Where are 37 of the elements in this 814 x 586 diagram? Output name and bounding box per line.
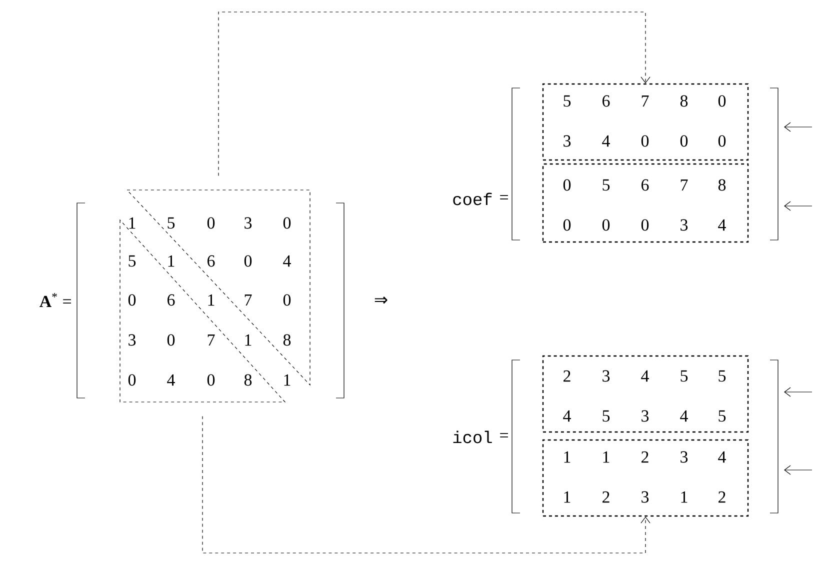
matrix-entry: 7	[244, 294, 252, 306]
dashed-box: 5 6 7 8 0 3 4 0 0 0	[542, 83, 749, 161]
matrix-entry: 1	[129, 217, 136, 229]
dashed-box: 0 5 6 7 8 0 0 0 3 4	[542, 163, 749, 243]
matrix-entry: 8	[283, 334, 291, 346]
matrix-entry: 0	[283, 217, 291, 229]
matrix-entry: 3	[244, 217, 252, 229]
dashed-box: 1 1 2 3 4 1 2 3 1 2	[542, 439, 749, 517]
matrix-entry: 0	[128, 294, 136, 306]
variable-name: icol	[453, 430, 492, 444]
matrix-label: A$^{*}$ =	[40, 293, 71, 307]
matrix-entry: 1	[168, 255, 174, 267]
matrix-entry: 8	[244, 374, 252, 386]
dashed-box: 2 3 4 5 5 4 5 3 4 5	[542, 355, 749, 433]
matrix-entry: 0	[207, 217, 215, 229]
matrix-entry: 0	[244, 255, 252, 267]
matrix-entry: 0	[283, 294, 291, 306]
matrix-entry: 7	[208, 334, 215, 346]
connector-arrow	[218, 12, 650, 176]
matrix-entry: 0	[167, 334, 175, 346]
equals-sign: =	[500, 195, 508, 200]
matrix-entry: 1	[208, 294, 214, 306]
matrix-entry: 4	[167, 374, 175, 386]
implies-symbol: ⇒	[374, 296, 388, 304]
matrix-entry: 3	[128, 334, 136, 346]
matrix-entry: 5	[168, 217, 175, 229]
matrix-entry: 4	[283, 255, 291, 267]
matrix-entry: 6	[208, 255, 215, 267]
matrix-entry: 0	[128, 374, 136, 386]
matrix-entry: 0	[207, 374, 215, 386]
equals-sign: =	[500, 433, 508, 438]
matrix-entry: 1	[245, 334, 252, 346]
matrix-entry: 1	[284, 374, 290, 386]
connector-arrow	[202, 416, 650, 554]
variable-name: coef	[453, 192, 492, 206]
matrix-entry: 6	[168, 294, 175, 306]
matrix-entry: 5	[128, 255, 136, 267]
